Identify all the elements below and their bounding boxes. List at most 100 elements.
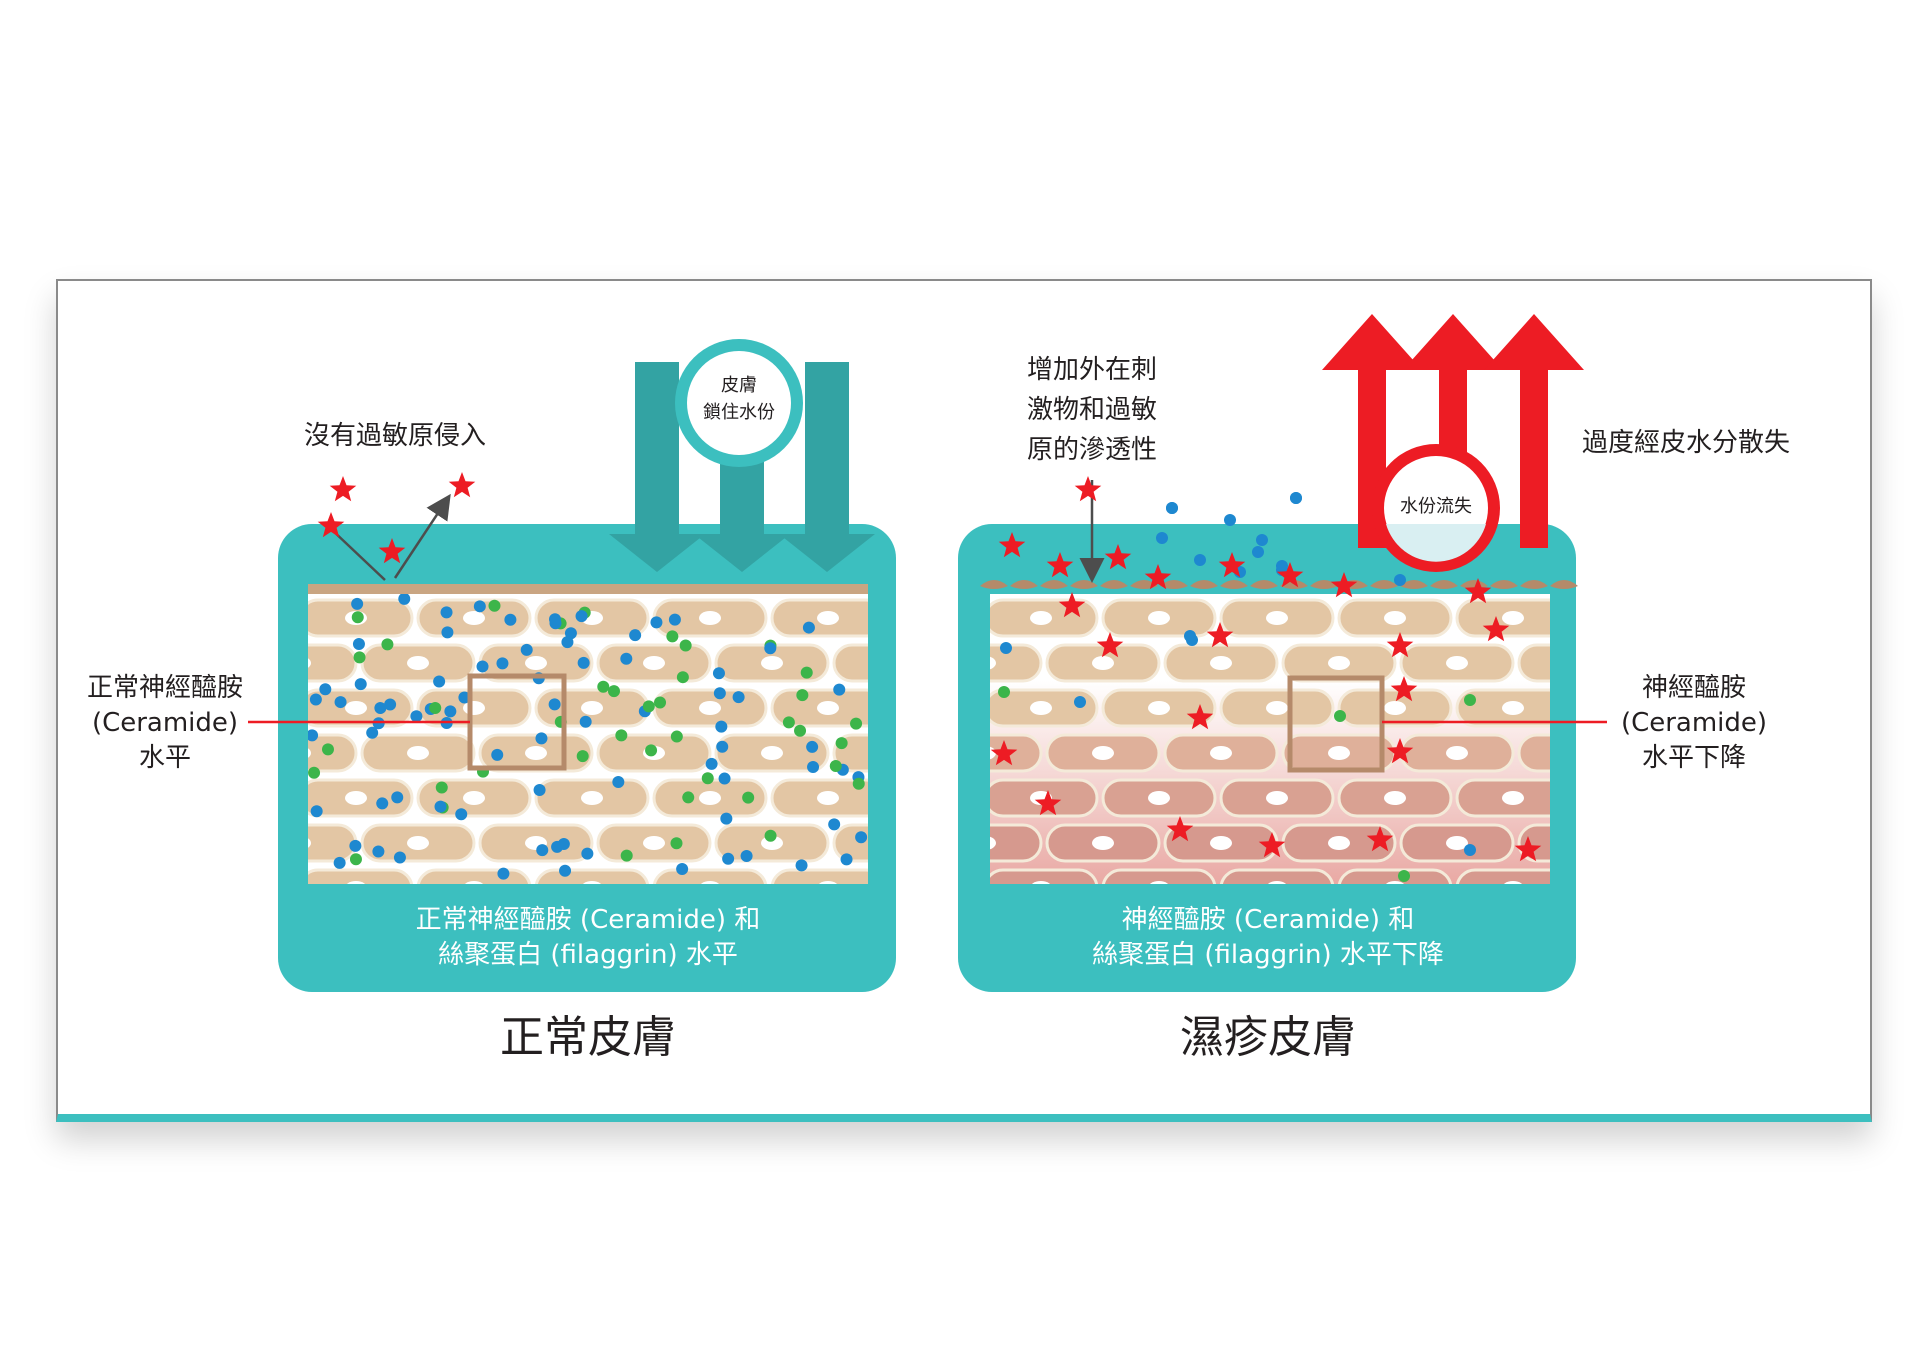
skin-cell xyxy=(1693,780,1805,816)
lipid-dot xyxy=(741,850,753,862)
moisture-locked-badge: 皮膚 鎖住水份 xyxy=(675,339,803,467)
cell-nucleus xyxy=(407,836,429,850)
cell-nucleus xyxy=(1682,656,1704,670)
cell-nucleus xyxy=(1738,791,1760,805)
lipid-dot xyxy=(806,741,818,753)
irritant-label-3: 原的滲透性 xyxy=(1027,435,1157,465)
allergen-star xyxy=(330,476,357,501)
lipid-dot xyxy=(682,791,694,803)
skin-cell xyxy=(1575,870,1687,906)
lipid-dot xyxy=(350,853,362,865)
cell-nucleus xyxy=(345,701,367,715)
cell-nucleus xyxy=(581,701,603,715)
lipid-dot xyxy=(1464,844,1476,856)
cell-nucleus xyxy=(1210,656,1232,670)
allergen-star xyxy=(1075,476,1102,501)
left-ceramide-label-3: 水平 xyxy=(139,743,191,773)
lipid-dot xyxy=(643,700,655,712)
lipid-dot xyxy=(381,638,393,650)
lipid-dot xyxy=(850,718,862,730)
lipid-dot xyxy=(410,710,422,722)
lipid-dot xyxy=(676,863,688,875)
cell-nucleus xyxy=(1092,656,1114,670)
water-droplet xyxy=(1276,560,1288,572)
lipid-dot xyxy=(807,761,819,773)
lipid-dot xyxy=(1184,630,1196,642)
skin-cell xyxy=(126,825,238,861)
cell-nucleus xyxy=(171,836,193,850)
right-ceramide-label-1: 神經醯胺 xyxy=(1642,673,1746,703)
lipid-dot xyxy=(654,697,666,709)
lipid-dot xyxy=(801,667,813,679)
lipid-dot xyxy=(615,729,627,741)
lipid-dot xyxy=(794,725,806,737)
cell-nucleus xyxy=(1148,701,1170,715)
lipid-dot xyxy=(1398,870,1410,882)
lipid-dot xyxy=(394,852,406,864)
cell-nucleus xyxy=(1738,881,1760,895)
lipid-dot xyxy=(621,850,633,862)
lipid-dot xyxy=(1334,710,1346,722)
no-allergen-label: 沒有過敏原侵入 xyxy=(304,421,486,451)
lipid-dot xyxy=(706,758,718,770)
skin-cell xyxy=(182,870,294,906)
lipid-dot xyxy=(534,784,546,796)
irritant-label-1: 增加外在刺 xyxy=(1027,355,1157,385)
lipid-dot xyxy=(372,846,384,858)
lipid-dot xyxy=(853,778,865,790)
water-loss-badge: 水份流失 xyxy=(1372,444,1500,572)
lipid-dot xyxy=(352,611,364,623)
cell-nucleus xyxy=(171,656,193,670)
skin-cell xyxy=(1693,600,1805,636)
cell-nucleus xyxy=(525,746,547,760)
lipid-dot xyxy=(855,831,867,843)
lipid-dot xyxy=(536,844,548,856)
lipid-dot xyxy=(803,622,815,634)
lipid-dot xyxy=(441,626,453,638)
lipid-dot xyxy=(742,792,754,804)
cell-nucleus xyxy=(699,791,721,805)
lipid-dot xyxy=(713,667,725,679)
cell-nucleus xyxy=(1384,791,1406,805)
cell-nucleus xyxy=(1148,791,1170,805)
lipid-dot xyxy=(488,600,500,612)
cell-nucleus xyxy=(1502,791,1524,805)
right-caption-2: 絲聚蛋白 (filaggrin) 水平下降 xyxy=(1092,940,1444,970)
cell-nucleus xyxy=(912,611,934,625)
lipid-dot xyxy=(577,750,589,762)
lipid-dot xyxy=(719,773,731,785)
lipid-dot xyxy=(308,767,320,779)
cell-nucleus xyxy=(1148,611,1170,625)
lipid-dot xyxy=(1394,574,1406,586)
lipid-dot xyxy=(833,684,845,696)
cell-nucleus xyxy=(1328,656,1350,670)
cell-nucleus xyxy=(227,611,249,625)
cell-nucleus xyxy=(817,791,839,805)
lipid-dot xyxy=(714,687,726,699)
cell-nucleus xyxy=(1266,611,1288,625)
water-loss-label: 過度經皮水分散失 xyxy=(1582,428,1790,458)
lipid-dot xyxy=(491,749,503,761)
cell-nucleus xyxy=(345,791,367,805)
lipid-dot xyxy=(612,776,624,788)
lipid-dot xyxy=(496,657,508,669)
left-ceramide-label-1: 正常神經醯胺 xyxy=(87,673,243,703)
lipid-dot xyxy=(561,636,573,648)
lipid-dot xyxy=(715,721,727,733)
badge-line-1: 皮膚 xyxy=(721,375,757,396)
lipid-dot xyxy=(444,705,456,717)
cell-nucleus xyxy=(227,881,249,895)
cell-nucleus xyxy=(1030,701,1052,715)
lipid-dot xyxy=(1156,532,1168,544)
lipid-dot xyxy=(504,614,516,626)
lipid-dot xyxy=(319,683,331,695)
cell-nucleus xyxy=(912,791,934,805)
cell-nucleus xyxy=(912,701,934,715)
lipid-dot xyxy=(355,678,367,690)
cell-nucleus xyxy=(699,701,721,715)
right-ceramide-label-2: (Ceramide) xyxy=(1621,708,1767,738)
cell-nucleus xyxy=(463,791,485,805)
lipid-dot xyxy=(455,808,467,820)
lipid-dot xyxy=(645,744,657,756)
